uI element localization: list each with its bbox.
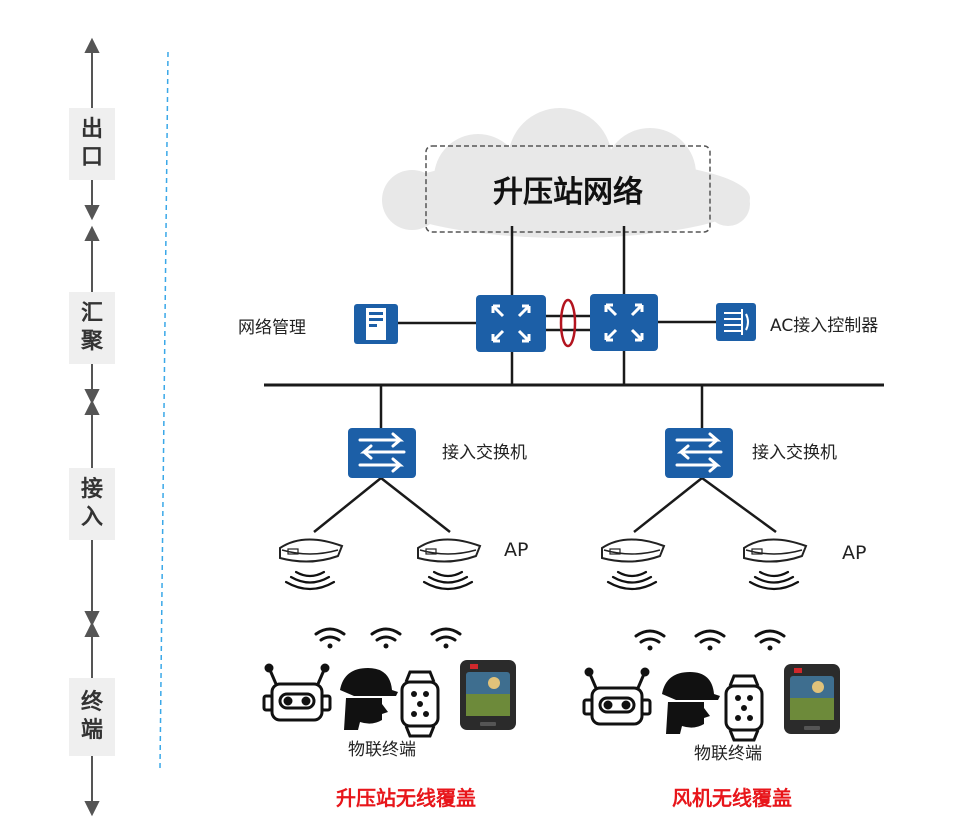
terminal-label-left: 物联终端 [348,740,416,760]
ap-icon [417,538,482,591]
robot-icon [262,663,332,722]
access-switch-label-right: 接入交换机 [752,443,837,463]
wifi-icon [754,629,786,651]
layer-access-char-2: 入 [80,505,103,530]
ap-label-right: AP [842,542,867,564]
smartwatch-icon [400,670,440,738]
wifi-icon [370,627,402,649]
core-switch-icon [476,295,546,352]
layer-access-char-1: 接 [80,477,103,502]
access-switch-icon [665,428,733,478]
wifi-icon [430,627,462,649]
network-management-label: 网络管理 [238,318,306,338]
terminal-label-right: 物联终端 [694,744,762,764]
access-switch-icon [348,428,416,478]
core-switch-icon [590,294,658,351]
layer-egress-char-1: 出 [80,117,103,142]
ac-controller-icon [716,303,756,341]
ap-icon [743,538,808,591]
body-camera-icon [784,664,840,734]
wifi-icon [634,629,666,651]
layer-terminal-char-2: 端 [80,718,103,743]
wifi-icon [314,627,346,649]
ap-label-left: AP [504,539,529,561]
link-aggregation-ring [559,298,577,348]
dashed-separator [159,51,169,769]
layer-aggregation-char-2: 聚 [80,329,103,354]
worker-helmet-icon [340,668,398,730]
coverage-label-substation: 升压站无线覆盖 [336,786,476,810]
layer-terminal: 终 端 [69,678,115,756]
network-management-server-icon [354,304,398,344]
layer-access: 接 入 [69,468,115,540]
layer-egress-char-2: 口 [80,145,103,170]
access-switch-label-left: 接入交换机 [442,443,527,463]
body-camera-icon [460,660,516,730]
links [264,226,884,534]
ac-controller-label: AC接入控制器 [770,316,879,336]
layer-egress: 出 口 [69,108,115,180]
cloud-icon [382,108,750,238]
ap-icon [601,538,666,591]
robot-icon [582,667,652,726]
smartwatch-icon [724,674,764,742]
layer-terminal-char-1: 终 [80,690,103,715]
coverage-label-turbine: 风机无线覆盖 [672,786,792,810]
cloud-label: 升压站网络 [493,175,643,210]
layer-aggregation: 汇 聚 [69,292,115,364]
wifi-icon [694,629,726,651]
worker-helmet-icon [662,672,720,734]
layer-aggregation-char-1: 汇 [80,301,103,326]
ap-icon [279,538,344,591]
cloud-boundary [425,145,711,233]
